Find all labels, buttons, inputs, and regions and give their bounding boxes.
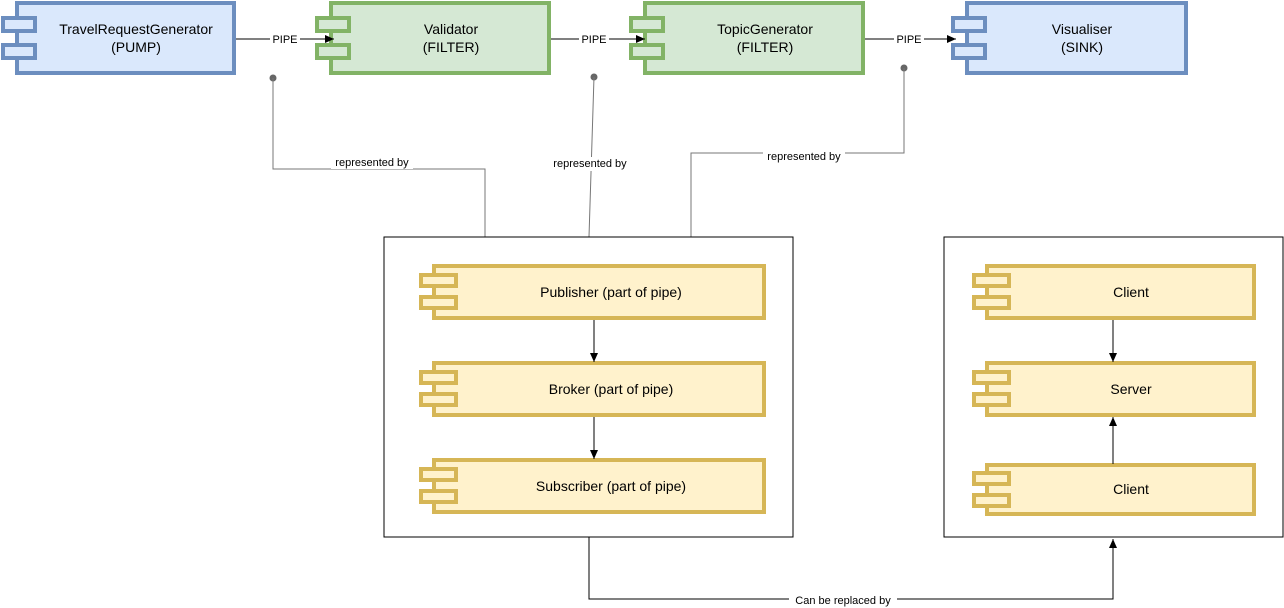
component-port-icon xyxy=(972,471,1011,486)
component-port-icon xyxy=(629,16,665,33)
pipe-label: PIPE xyxy=(896,34,921,46)
topic-generator-title: TopicGenerator xyxy=(717,21,813,37)
component-port-icon xyxy=(419,392,458,407)
component-port-icon xyxy=(315,16,351,33)
represented-by-label: represented by xyxy=(553,158,627,170)
subscriber-label: Subscriber (part of pipe) xyxy=(536,478,686,494)
topic-generator-role: (FILTER) xyxy=(737,39,794,55)
client-bottom-component[interactable]: Client xyxy=(972,463,1256,516)
server-label: Server xyxy=(1110,381,1152,397)
pipe-connector[interactable]: PIPE xyxy=(865,32,956,46)
component-port-icon xyxy=(972,273,1011,288)
pipe-connector[interactable]: PIPE xyxy=(236,32,334,46)
component-port-icon xyxy=(419,489,458,504)
visualiser-role: (SINK) xyxy=(1061,39,1103,55)
broker-label: Broker (part of pipe) xyxy=(549,381,674,397)
represented-by-label: represented by xyxy=(335,157,409,169)
visualiser-title: Visualiser xyxy=(1052,21,1113,37)
pump-component[interactable]: TravelRequestGenerator (PUMP) xyxy=(1,1,236,75)
client-bottom-label: Client xyxy=(1113,481,1149,497)
component-port-icon xyxy=(972,493,1011,508)
publisher-label: Publisher (part of pipe) xyxy=(540,284,682,300)
validator-component[interactable]: Validator (FILTER) xyxy=(315,1,551,75)
replaced-by-connector[interactable]: Can be replaced by xyxy=(588,537,1117,607)
component-port-icon xyxy=(951,16,987,33)
pump-title: TravelRequestGenerator xyxy=(59,21,213,37)
component-port-icon xyxy=(419,370,458,385)
visualiser-component[interactable]: Visualiser (SINK) xyxy=(951,1,1188,75)
broker-component[interactable]: Broker (part of pipe) xyxy=(419,361,766,417)
component-port-icon xyxy=(1,16,37,33)
component-port-icon xyxy=(972,370,1011,385)
pump-role: (PUMP) xyxy=(111,39,161,55)
client-top-component[interactable]: Client xyxy=(972,264,1256,320)
component-port-icon xyxy=(419,467,458,482)
publisher-component[interactable]: Publisher (part of pipe) xyxy=(419,264,766,320)
component-port-icon xyxy=(972,392,1011,407)
component-port-icon xyxy=(972,295,1011,310)
component-port-icon xyxy=(315,43,351,60)
represented-by-connector[interactable]: represented by xyxy=(549,73,631,238)
pipe-connector[interactable]: PIPE xyxy=(551,32,645,46)
pipe-label: PIPE xyxy=(272,34,297,46)
validator-role: (FILTER) xyxy=(423,39,480,55)
pipe-label: PIPE xyxy=(581,34,606,46)
component-port-icon xyxy=(629,43,665,60)
component-port-icon xyxy=(1,43,37,60)
replaced-by-label: Can be replaced by xyxy=(795,595,891,607)
represented-by-connector[interactable]: represented by xyxy=(690,64,908,238)
validator-title: Validator xyxy=(424,21,479,37)
component-port-icon xyxy=(419,295,458,310)
client-top-label: Client xyxy=(1113,284,1149,300)
subscriber-component[interactable]: Subscriber (part of pipe) xyxy=(419,458,766,514)
topic-generator-component[interactable]: TopicGenerator (FILTER) xyxy=(629,1,865,75)
server-component[interactable]: Server xyxy=(972,361,1256,417)
component-port-icon xyxy=(419,273,458,288)
represented-by-connector[interactable]: represented by xyxy=(269,74,486,238)
represented-by-label: represented by xyxy=(767,151,841,163)
component-port-icon xyxy=(951,43,987,60)
